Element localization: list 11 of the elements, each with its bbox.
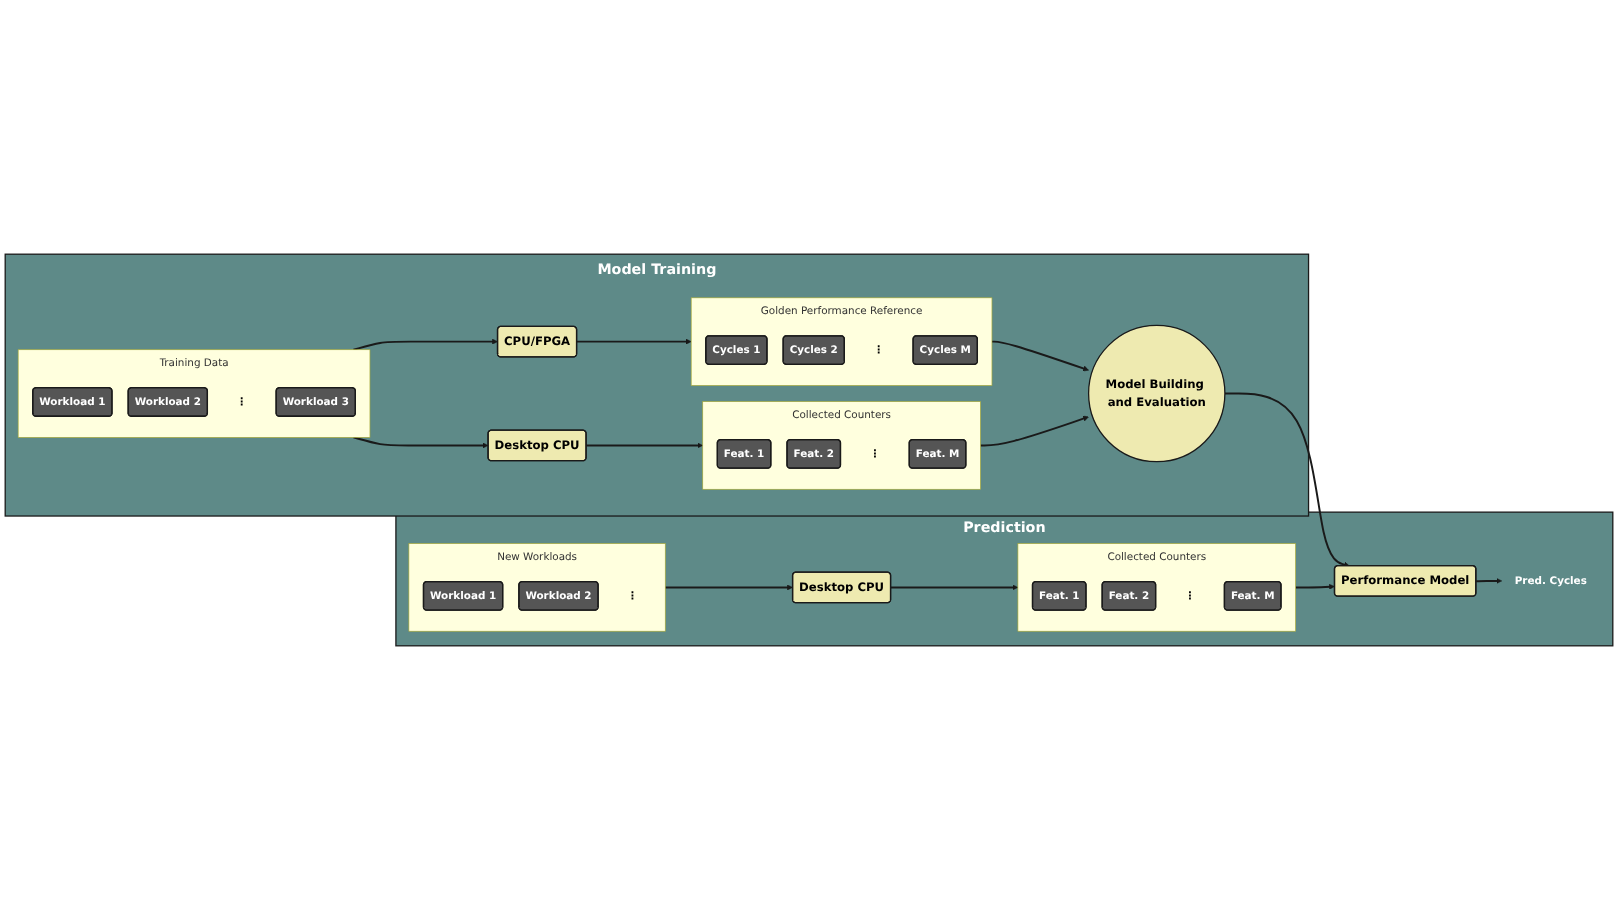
arrow [1475, 578, 1503, 584]
arrow [1223, 392, 1350, 568]
arrow [352, 338, 498, 351]
arrow [979, 415, 1089, 447]
arrow [664, 584, 793, 591]
arrow [889, 584, 1019, 591]
arrow [575, 338, 692, 345]
arrow [585, 442, 703, 449]
arrow [352, 436, 489, 449]
arrow [991, 340, 1089, 372]
arrow [1294, 583, 1335, 590]
